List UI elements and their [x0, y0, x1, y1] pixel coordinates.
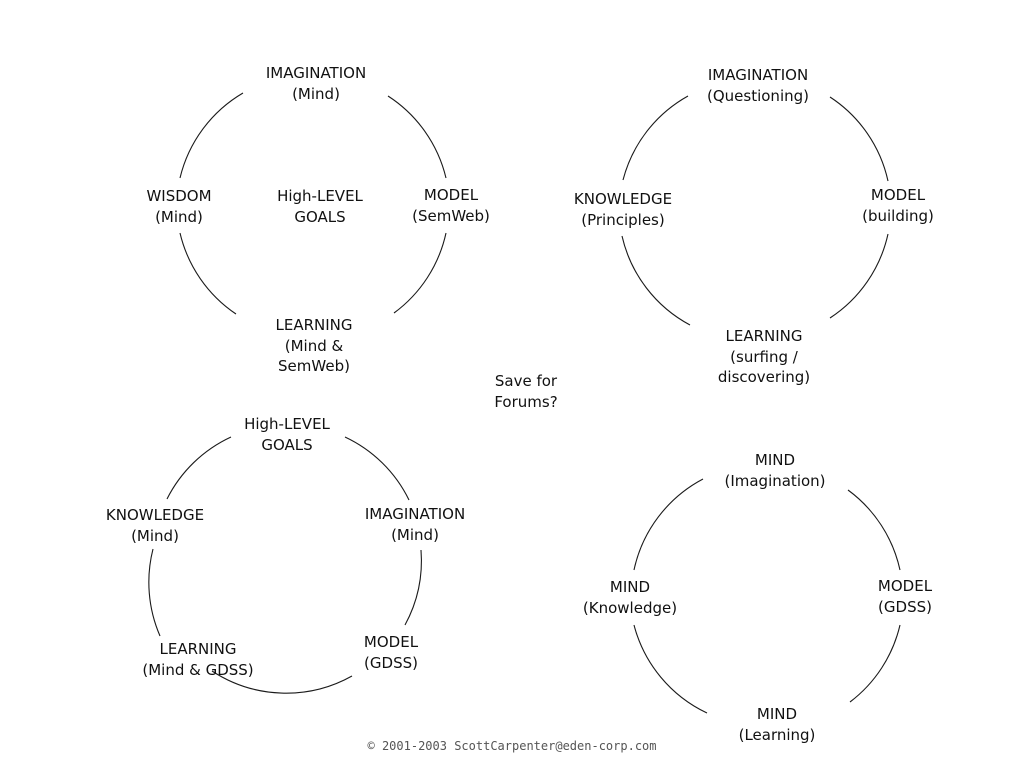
- diagram-1-arc-top-left: [179, 92, 244, 179]
- node-title: IMAGINATION: [265, 64, 367, 82]
- diagram-2-arc-bottom-right: [829, 233, 889, 319]
- node-title: MODEL: [870, 186, 926, 204]
- diagram-4-arc-bottom-left: [633, 624, 708, 714]
- node-title: MODEL: [877, 577, 933, 595]
- node-title: High-LEVEL: [244, 415, 330, 433]
- node-title: LEARNING: [725, 327, 803, 345]
- save-for-forums-note: Save for Forums?: [494, 371, 557, 412]
- node-title: High-LEVEL: [277, 187, 363, 205]
- diagram-3-arc-right: [404, 549, 422, 626]
- node-subtitle: (GDSS): [878, 597, 932, 616]
- diagram-4-node-mind-learning: MIND (Learning): [739, 704, 816, 745]
- node-subtitle: (Mind): [131, 526, 179, 545]
- node-subtitle: (SemWeb): [412, 206, 490, 225]
- node-title: WISDOM: [146, 187, 212, 205]
- node-subtitle: (building): [862, 206, 934, 225]
- diagram-4-arc-top-right: [847, 489, 901, 571]
- node-title: LEARNING: [275, 316, 353, 334]
- diagram-1-node-model: MODEL (SemWeb): [412, 185, 490, 226]
- diagram-1-node-wisdom: WISDOM (Mind): [146, 186, 211, 227]
- note-line: Forums?: [494, 392, 558, 411]
- diagram-3-node-goals: High-LEVEL GOALS: [244, 414, 330, 455]
- node-subtitle: (GDSS): [364, 653, 418, 672]
- node-title: IMAGINATION: [364, 505, 466, 523]
- node-subtitle: SemWeb): [278, 357, 350, 375]
- copyright-footer: © 2001-2003 ScottCarpenter@eden-corp.com: [367, 739, 657, 753]
- diagram-3-arc-bottom: [211, 670, 353, 694]
- diagram-3-node-knowledge: KNOWLEDGE (Mind): [106, 505, 204, 546]
- node-subtitle: GOALS: [294, 207, 346, 226]
- diagram-4-node-mind-imagination: MIND (Imagination): [724, 450, 825, 491]
- diagram-1-node-learning: LEARNING (Mind & SemWeb): [275, 315, 352, 377]
- node-subtitle: (Knowledge): [582, 598, 678, 617]
- diagram-1-arc-top-right: [387, 95, 447, 179]
- node-subtitle: (Mind): [155, 207, 203, 226]
- node-subtitle: (surfing /: [730, 347, 798, 366]
- node-title: MODEL: [363, 633, 419, 651]
- note-line: Save for: [494, 372, 558, 390]
- node-title: IMAGINATION: [707, 66, 809, 84]
- node-subtitle: (Mind & GDSS): [142, 660, 254, 679]
- diagram-3-node-model: MODEL (GDSS): [364, 632, 418, 673]
- diagram-4-arc-top-left: [633, 478, 704, 571]
- node-title: MODEL: [423, 186, 479, 204]
- node-subtitle: (Mind &: [284, 336, 344, 355]
- node-subtitle: (Mind): [391, 525, 439, 544]
- diagram-3-arc-left: [148, 548, 161, 637]
- node-subtitle: (Principles): [581, 210, 665, 229]
- diagram-2-arc-top-right: [829, 96, 889, 182]
- node-title: MIND: [756, 705, 798, 723]
- diagram-2-arc-top-left: [622, 95, 689, 181]
- diagram-4-node-model: MODEL (GDSS): [878, 576, 932, 617]
- node-subtitle: (Questioning): [707, 86, 809, 105]
- diagram-4-arc-bottom-right: [849, 624, 901, 703]
- node-title: KNOWLEDGE: [573, 190, 673, 208]
- node-title: MIND: [754, 451, 796, 469]
- diagram-3-arc-top-right: [344, 436, 410, 501]
- diagram-4-node-mind-knowledge: MIND (Knowledge): [583, 577, 677, 618]
- node-subtitle: (Learning): [738, 725, 816, 744]
- diagram-2-node-imagination: IMAGINATION (Questioning): [707, 65, 809, 106]
- diagram-3-node-imagination: IMAGINATION (Mind): [365, 504, 465, 545]
- diagram-2-node-model: MODEL (building): [862, 185, 934, 226]
- diagram-2-node-knowledge: KNOWLEDGE (Principles): [574, 189, 672, 230]
- node-subtitle: (Mind): [292, 84, 340, 103]
- node-title: KNOWLEDGE: [105, 506, 205, 524]
- node-subtitle: GOALS: [261, 435, 313, 454]
- diagram-1-node-imagination: IMAGINATION (Mind): [266, 63, 366, 104]
- node-title: LEARNING: [159, 640, 237, 658]
- diagram-2-arc-bottom-left: [621, 235, 691, 326]
- node-subtitle: discovering): [717, 368, 811, 386]
- diagram-2-node-learning: LEARNING (surfing / discovering): [718, 326, 810, 388]
- diagram-1-arc-bottom-left: [179, 232, 237, 315]
- node-subtitle: (Imagination): [724, 471, 826, 490]
- diagram-3-arc-top-left: [166, 436, 232, 500]
- diagram-1-center-goals: High-LEVEL GOALS: [277, 186, 363, 227]
- diagram-1-arc-bottom-right: [393, 232, 447, 314]
- diagram-3-node-learning: LEARNING (Mind & GDSS): [142, 639, 253, 680]
- node-title: MIND: [609, 578, 651, 596]
